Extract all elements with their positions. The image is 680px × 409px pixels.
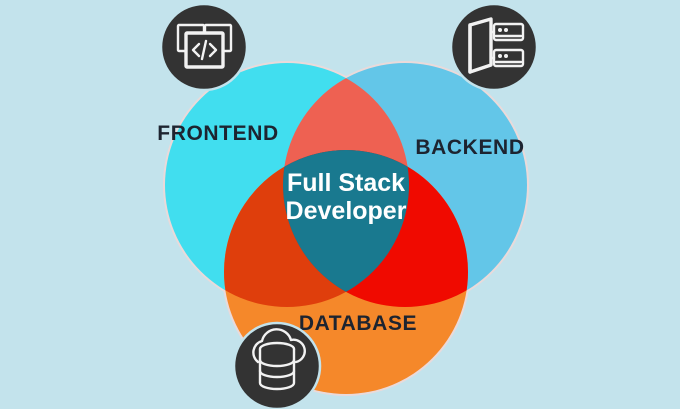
backend-label: BACKEND [415,136,524,159]
center-label-line2: Developer [286,197,407,225]
code-brackets-icon [176,23,233,69]
backend-badge-background [449,2,539,92]
frontend-badge[interactable] [159,2,249,92]
database-badge[interactable] [232,321,322,409]
database-label: DATABASE [299,312,417,335]
backend-badge[interactable] [449,2,539,92]
cloud-database-icon [252,328,306,391]
center-label-line1: Full Stack [287,169,405,197]
server-rack-icon [468,17,525,74]
frontend-label: FRONTEND [157,122,278,145]
